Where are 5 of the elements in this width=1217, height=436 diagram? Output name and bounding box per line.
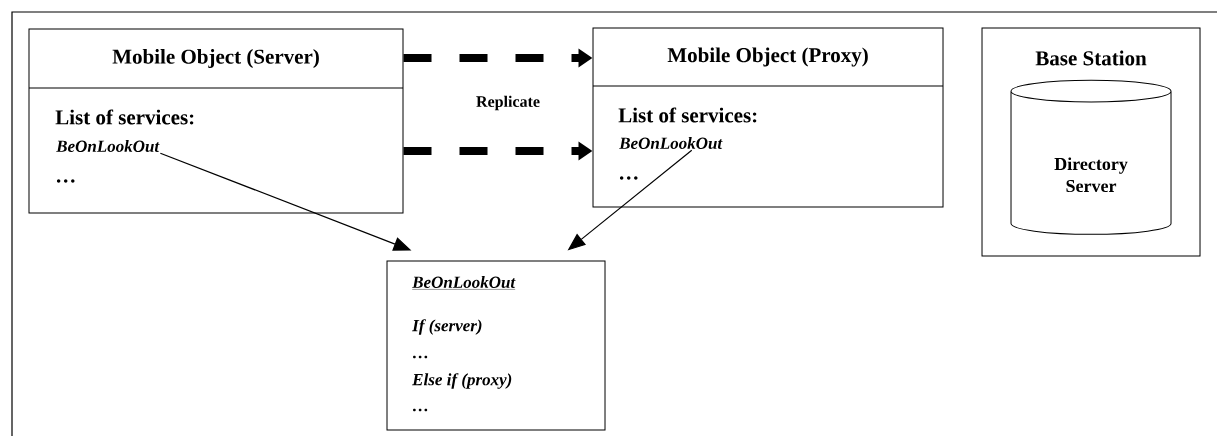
database-cylinder: Directory Server xyxy=(1010,79,1172,235)
service-name: BeOnLookOut xyxy=(56,140,160,152)
edge-label: Replicate xyxy=(474,93,542,113)
code-box: BeOnLookOut If (server) … Else if (proxy) … xyxy=(386,260,606,431)
service-name: BeOnLookOut xyxy=(619,137,723,149)
